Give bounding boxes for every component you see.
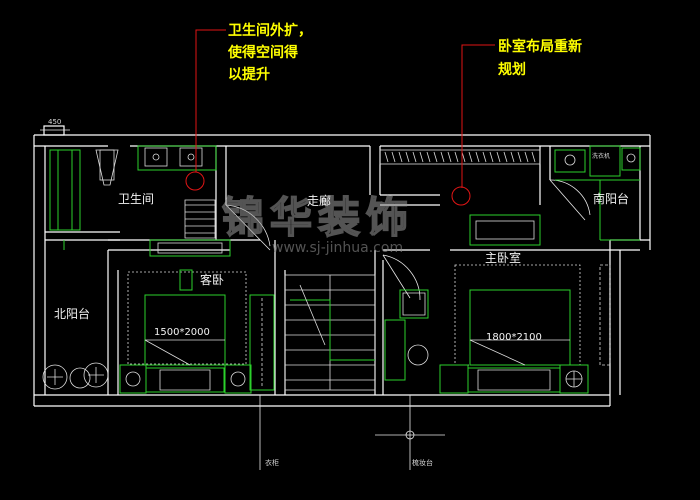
bathroom-fixtures <box>95 145 217 239</box>
annotation-right-line-2: 规划 <box>498 61 526 78</box>
watermark: 锦华装饰 www.sj-jinhua.com <box>221 192 414 256</box>
leader-lines <box>185 29 495 206</box>
watermark-brand: 锦华装饰 <box>222 193 414 242</box>
master-bed-size: 1800*2100 <box>486 332 542 343</box>
annotation-right: 卧室布局重新 规划 <box>498 38 582 78</box>
room-labels: 卫生间 走廊 北阳台 客卧 主卧室 南阳台 <box>54 191 629 321</box>
label-wardrobe-bottom: 衣柜 <box>265 458 279 467</box>
master-bedroom-furniture <box>379 149 611 394</box>
furniture-labels: 1500*2000 1800*2100 洗衣机 450 衣柜 梳妆台 <box>48 118 610 467</box>
outer-walls <box>33 125 651 407</box>
south-balcony-fixtures <box>554 145 641 241</box>
label-corridor: 走廊 <box>307 193 331 208</box>
label-master-bedroom: 主卧室 <box>485 250 521 265</box>
staircase <box>284 274 376 391</box>
washer-label: 洗衣机 <box>592 152 610 160</box>
annotation-left-line-3: 以提升 <box>228 66 270 83</box>
north-balcony-plants <box>42 149 109 390</box>
annotation-left-line-2: 使得空间得 <box>227 44 298 61</box>
interior-walls <box>45 146 610 395</box>
dimension-top-left: 450 <box>48 118 61 126</box>
annotation-left-line-1: 卫生间外扩， <box>228 22 312 39</box>
label-south-balcony: 南阳台 <box>593 191 629 206</box>
annotation-left: 卫生间外扩， 使得空间得 以提升 <box>227 22 312 83</box>
watermark-url: www.sj-jinhua.com <box>272 240 403 256</box>
annotation-right-line-1: 卧室布局重新 <box>498 38 582 55</box>
label-dresser-bottom: 梳妆台 <box>412 458 433 467</box>
corridor-area <box>149 239 231 257</box>
section-markers <box>259 395 445 470</box>
guest-bedroom-furniture <box>119 269 275 394</box>
label-bathroom: 卫生间 <box>118 192 154 206</box>
label-guest-bedroom: 客卧 <box>200 272 224 287</box>
guest-bed-size: 1500*2000 <box>154 327 210 338</box>
label-north-balcony: 北阳台 <box>54 306 90 321</box>
